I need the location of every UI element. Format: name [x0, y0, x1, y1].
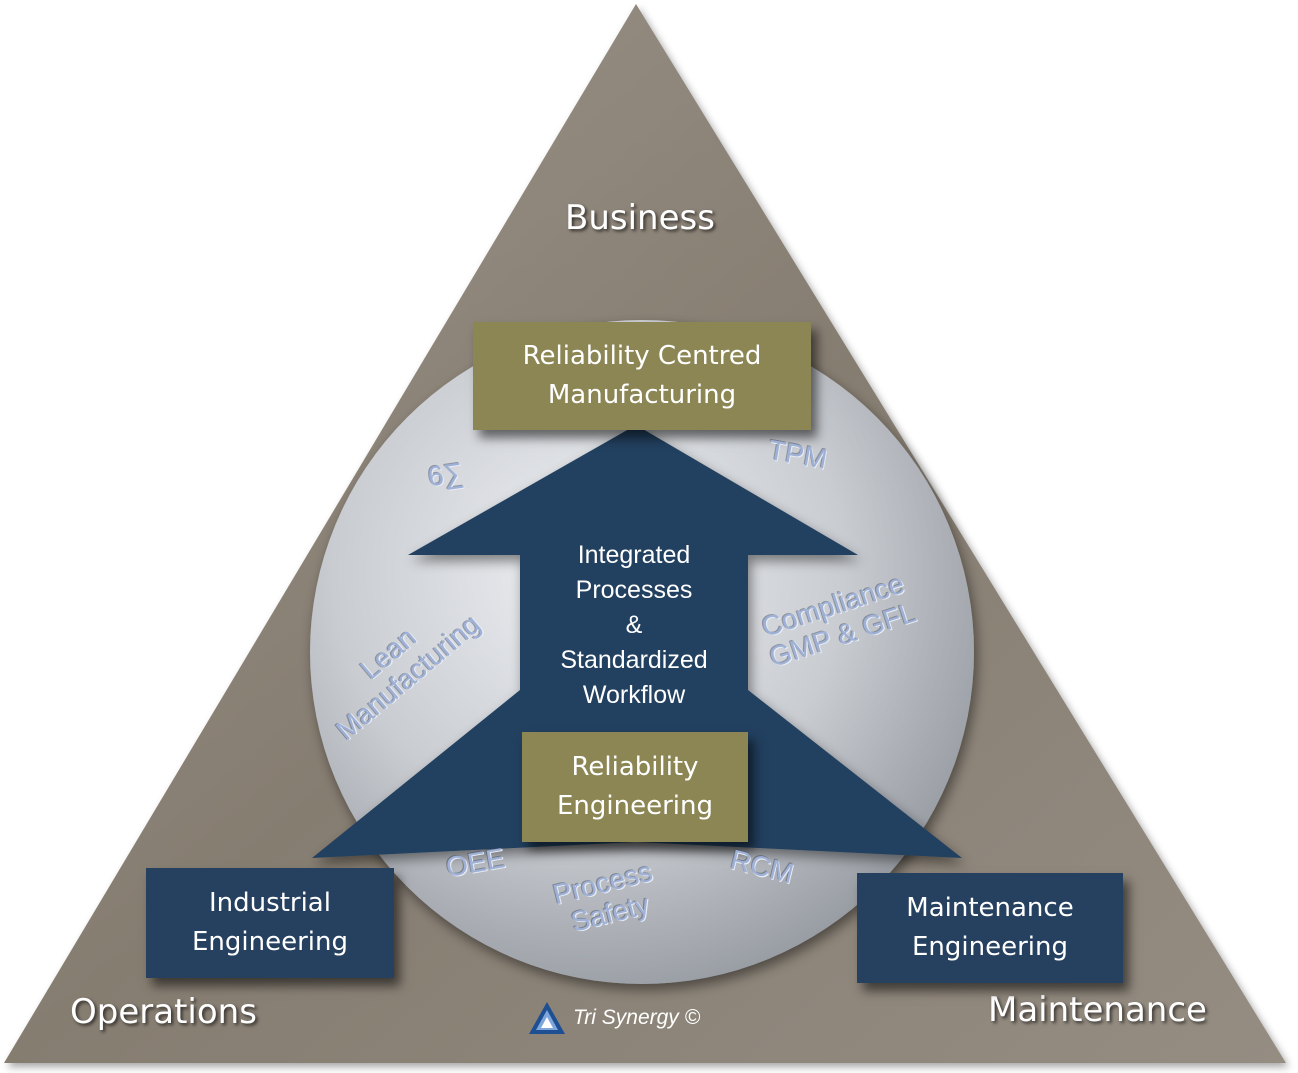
arrow-text-line-5: Workflow [582, 681, 686, 709]
re-box-line-2: Engineering [557, 791, 713, 821]
reliability-centred-manufacturing-box: Reliability Centred Manufacturing [473, 322, 811, 430]
arrow-text-line-3: & [625, 611, 643, 639]
ie-box-line-2: Engineering [192, 927, 348, 957]
integrated-processes-text: Integrated Processes & Standardized Work… [520, 538, 748, 713]
six-sigma-label: 6∑ [425, 456, 466, 493]
re-box-line-1: Reliability [571, 752, 699, 782]
industrial-engineering-box: Industrial Engineering [146, 868, 394, 978]
arrow-text-line-2: Processes [575, 576, 693, 604]
arrow-text-line-1: Integrated [577, 541, 691, 569]
rcm-box-line-2: Manufacturing [547, 380, 737, 410]
maintenance-label: Maintenance [988, 990, 1207, 1030]
tri-synergy-triangle-icon [529, 1002, 565, 1034]
ie-box-line-1: Industrial [209, 888, 331, 918]
me-box-line-2: Engineering [912, 932, 1068, 962]
rcm-box-line-1: Reliability Centred [522, 341, 762, 371]
tri-synergy-logo: Tri Synergy © [527, 1000, 700, 1036]
me-box-line-1: Maintenance [906, 893, 1074, 923]
tri-synergy-text: Tri Synergy © [573, 1006, 701, 1029]
reliability-engineering-box: Reliability Engineering [522, 732, 748, 842]
business-label: Business [565, 198, 715, 238]
upward-arrow [312, 425, 962, 858]
arrow-text-line-4: Standardized [560, 646, 708, 674]
maintenance-engineering-box: Maintenance Engineering [857, 873, 1123, 983]
operations-label: Operations [70, 992, 257, 1032]
